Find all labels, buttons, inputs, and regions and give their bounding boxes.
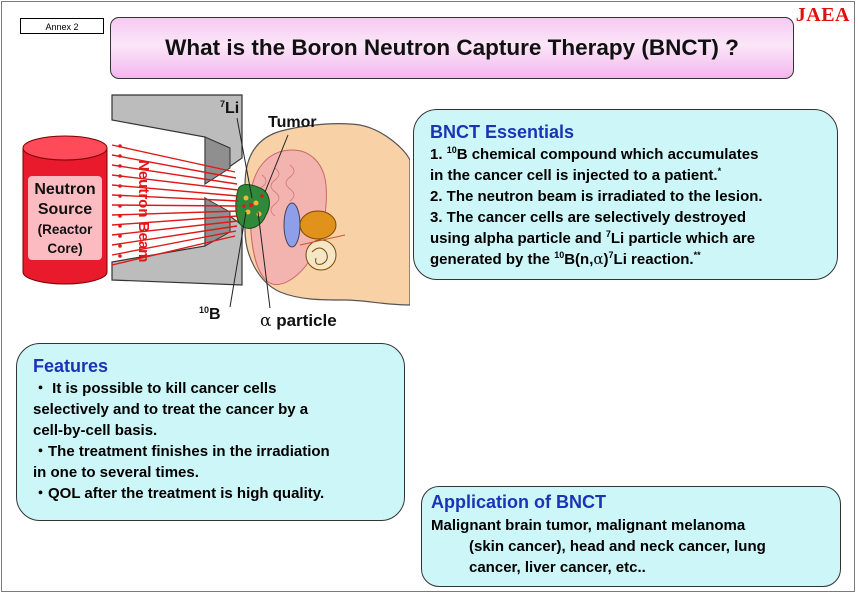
features-line: ・The treatment finishes in the irradiati… — [33, 443, 330, 460]
alpha-text: particle — [276, 311, 337, 330]
essentials-l6-alpha: α — [593, 250, 604, 268]
boron-text: B — [209, 306, 221, 323]
page-title-text: What is the Boron Neutron Capture Therap… — [165, 35, 739, 60]
collimator-upper-inner — [204, 136, 231, 185]
features-heading: Features — [33, 356, 109, 376]
neutron-beam-label: Neutron Beam — [135, 160, 152, 263]
neutron-source-top — [22, 135, 108, 161]
boron-mass: 10 — [199, 305, 210, 315]
neutron-beam-dots — [118, 144, 122, 258]
source-line-3: (Reactor — [37, 222, 93, 237]
essentials-l6-sup1: 10 — [554, 250, 565, 260]
neutron-source-label: Neutron Source (Reactor Core) — [28, 180, 102, 258]
application-line-1: Malignant brain tumor, malignant melanom… — [431, 517, 746, 534]
neutron-source-label-area — [28, 176, 102, 260]
annex-label: Annex 2 — [20, 18, 104, 34]
source-line-1: Neutron — [34, 181, 96, 198]
essentials-l1-pre: 1. — [430, 146, 447, 163]
tumor-reaction-marks — [242, 194, 264, 208]
features-line: cell-by-cell basis. — [33, 422, 158, 439]
ear-orange — [299, 210, 337, 240]
essentials-line-4: 3. The cancer cells are selectively dest… — [430, 209, 747, 226]
application-panel: Application of BNCT Malignant brain tumo… — [421, 486, 841, 587]
source-line-2: Source — [37, 201, 93, 218]
features-line: in one to several times. — [33, 464, 199, 481]
eye — [283, 202, 301, 248]
essentials-l6-mid2: ) — [603, 251, 609, 268]
boron-pointer — [229, 211, 247, 308]
essentials-l6-note: ** — [693, 250, 701, 260]
essentials-l6-mid: B(n, — [564, 251, 594, 268]
essentials-line-2: in the cancer cell is injected to a pati… — [430, 165, 837, 186]
essentials-heading: BNCT Essentials — [430, 122, 575, 142]
essentials-panel: BNCT Essentials 1. 10B chemical compound… — [413, 109, 838, 280]
essentials-l2-text: in the cancer cell is injected to a pati… — [430, 167, 718, 184]
ear-swirl — [311, 247, 328, 265]
application-heading: Application of BNCT — [431, 492, 606, 512]
alpha-pointer — [257, 211, 271, 309]
features-panel: Features ・ It is possible to kill cancer… — [16, 343, 405, 521]
source-line-4: Core) — [47, 241, 83, 256]
alpha-symbol: α — [260, 311, 272, 331]
tumor-pointer — [264, 134, 289, 193]
essentials-l5-post: Li particle which are — [610, 230, 756, 247]
features-line: ・QOL after the treatment is high quality… — [33, 485, 325, 502]
essentials-l2-note: * — [717, 166, 722, 176]
spine-line — [299, 234, 346, 246]
jaea-logo: JAEA — [795, 4, 850, 26]
li-label: 7Li — [220, 100, 239, 118]
essentials-l5-sup: 7 — [605, 229, 611, 239]
essentials-line-5: using alpha particle and 7Li particle wh… — [430, 228, 837, 249]
essentials-l6-sup2: 7 — [608, 250, 614, 260]
essentials-line-3: 2. The neutron beam is irradiated to the… — [430, 188, 763, 205]
essentials-line-6: generated by the 10B(n,α)7Li reaction.** — [430, 249, 837, 270]
boron-label: 10B — [199, 306, 221, 324]
features-line: selectively and to treat the cancer by a — [33, 401, 309, 418]
bnct-illustration: Neutron Beam — [22, 94, 410, 309]
application-line-3: cancer, liver cancer, etc.. — [469, 559, 646, 576]
li-pointer — [236, 117, 253, 199]
page-title: What is the Boron Neutron Capture Therap… — [110, 17, 794, 79]
essentials-l6-pre: generated by the — [430, 251, 555, 268]
li-mass: 7 — [220, 99, 226, 109]
li-text: Li — [225, 100, 240, 117]
neutron-beam-arrows — [111, 144, 239, 266]
ear-inner — [305, 239, 337, 271]
essentials-l1-post: B chemical compound which accumulates — [456, 146, 759, 163]
features-line: ・ It is possible to kill cancer cells — [33, 380, 277, 397]
tumor-label: Tumor — [268, 114, 317, 131]
essentials-l6-post: Li reaction. — [613, 251, 694, 268]
essentials-l5-pre: using alpha particle and — [430, 230, 606, 247]
essentials-line-1: 1. 10B chemical compound which accumulat… — [430, 144, 837, 165]
essentials-l1-sup: 10 — [446, 145, 457, 155]
alpha-label: α particle — [260, 311, 337, 331]
application-line-2: (skin cancer), head and neck cancer, lun… — [469, 538, 766, 555]
